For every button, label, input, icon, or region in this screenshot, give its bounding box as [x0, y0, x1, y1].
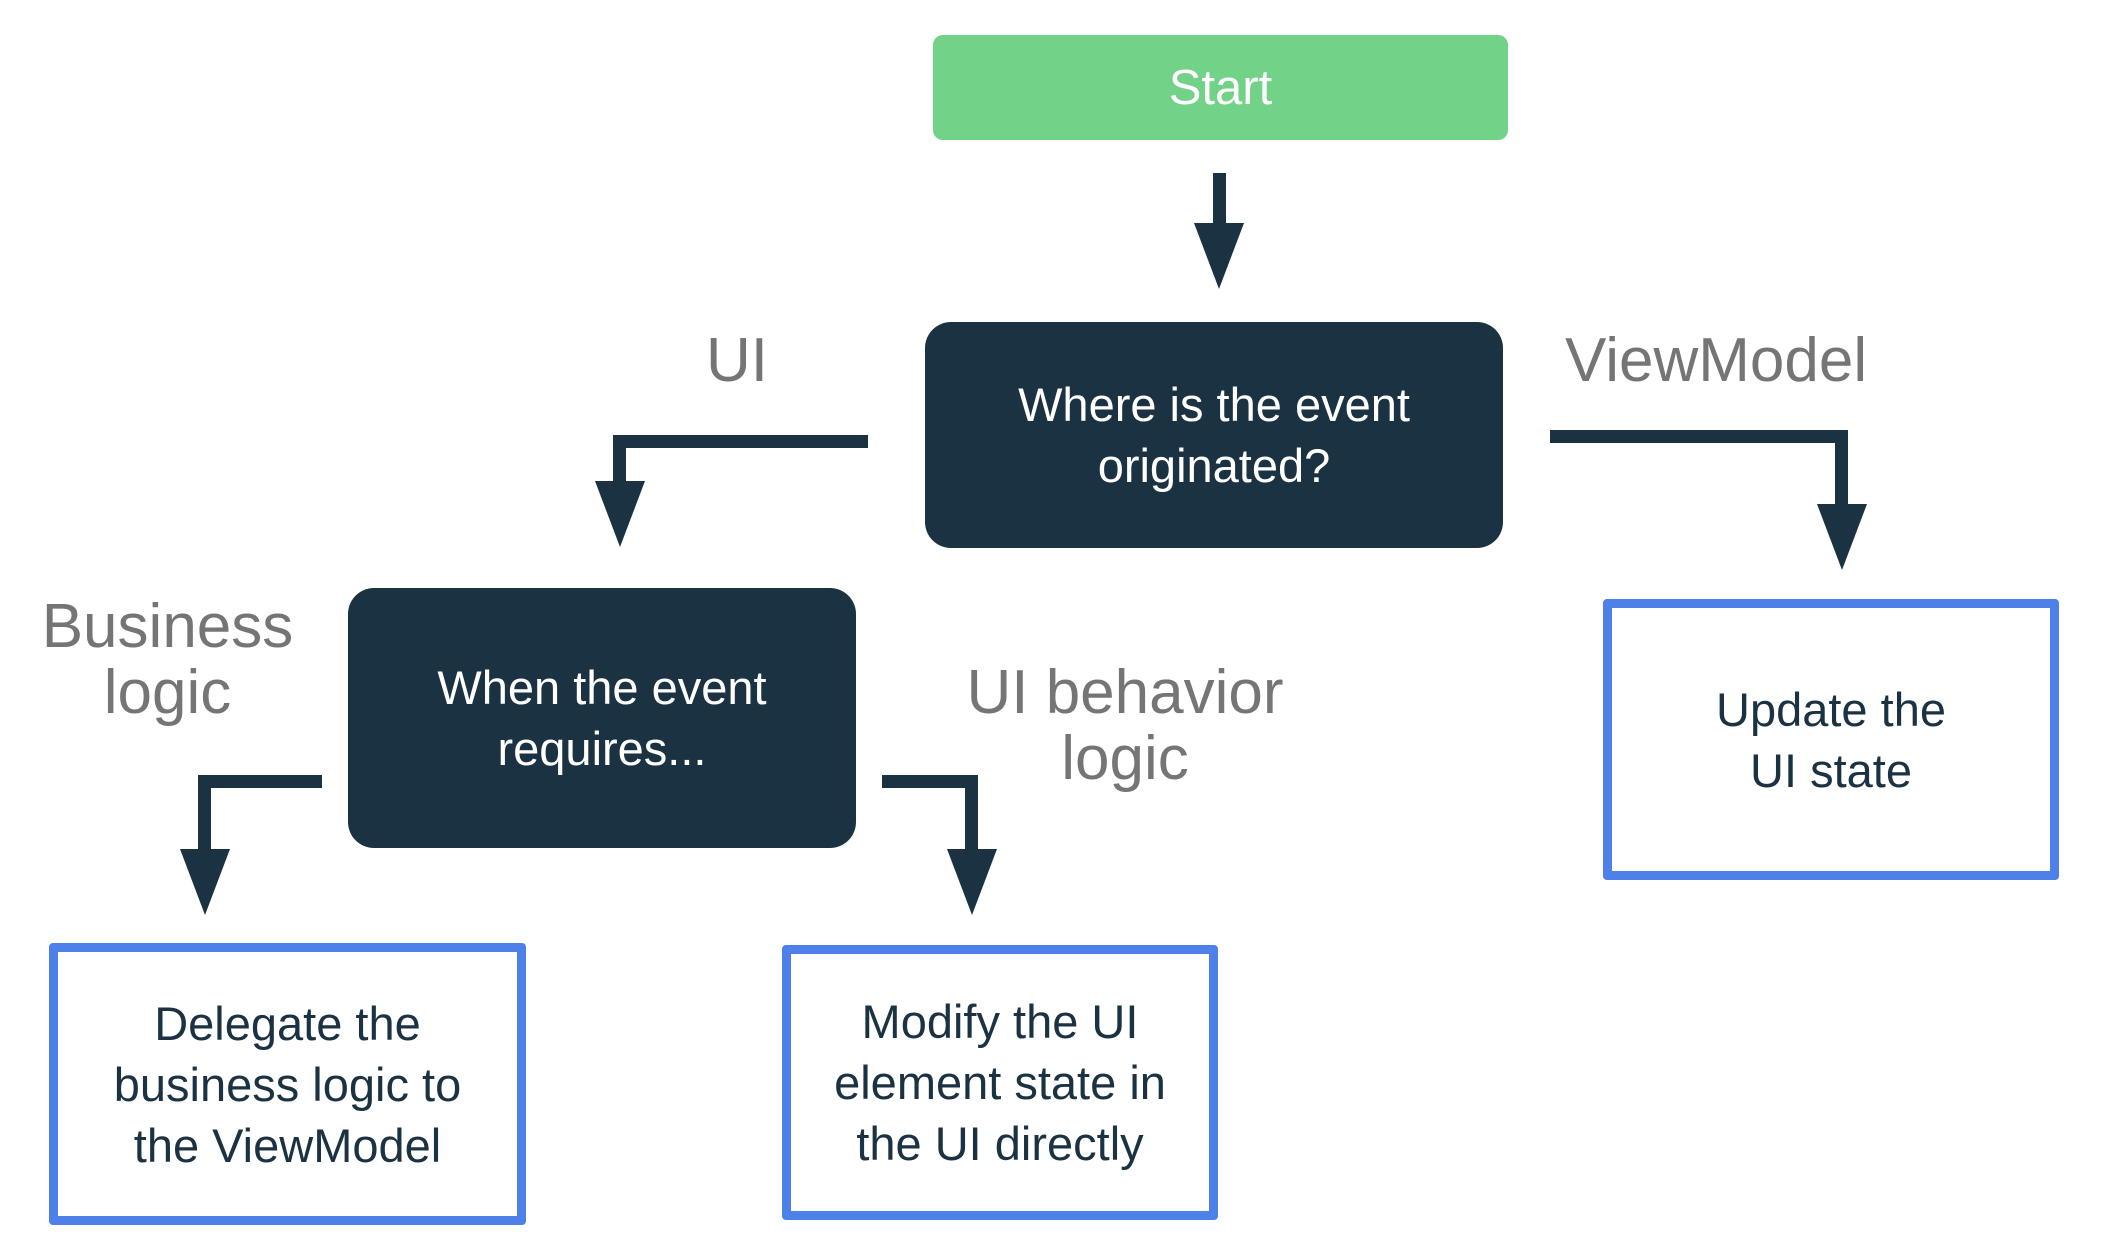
- node-modify: Modify the UI element state in the UI di…: [782, 945, 1218, 1220]
- edge-business-horizontal-segment: [198, 775, 322, 788]
- node-delegate: Delegate the business logic to the ViewM…: [49, 943, 526, 1225]
- edge-start-stem: [1213, 173, 1226, 224]
- node-question: Where is the event originated?: [925, 322, 1503, 548]
- edge-business-arrowhead-icon: [180, 849, 230, 915]
- edge-label-business-logic: Business logic: [30, 594, 305, 726]
- node-modify-line: the UI directly: [856, 1117, 1144, 1170]
- node-when: When the event requires...: [348, 588, 856, 848]
- edge-behavior-vertical-segment: [965, 775, 978, 851]
- edge-viewmodel-horizontal-segment: [1550, 430, 1848, 443]
- node-delegate-line: Delegate the: [154, 996, 421, 1050]
- node-update: Update the UI state: [1603, 599, 2059, 880]
- edge-viewmodel-arrowhead-icon: [1817, 504, 1867, 570]
- edge-ui-vertical-segment: [613, 435, 626, 482]
- node-update-line: Update the: [1716, 682, 1946, 736]
- edge-ui-arrowhead-icon: [595, 481, 645, 547]
- edge-start-arrowhead-icon: [1194, 223, 1244, 289]
- edge-label-ui-behavior-logic: UI behavior logic: [966, 658, 1284, 793]
- node-when-line: When the event: [437, 661, 767, 714]
- edge-behavior-horizontal-segment: [882, 775, 978, 788]
- node-delegate-line: the ViewModel: [133, 1118, 442, 1172]
- node-when-line: requires...: [497, 722, 707, 775]
- edge-business-vertical-segment: [198, 775, 211, 851]
- node-start-label: Start: [1168, 60, 1273, 115]
- node-question-line: originated?: [1097, 439, 1331, 492]
- node-question-line: Where is the event: [1018, 378, 1410, 431]
- node-modify-line: element state in: [834, 1056, 1166, 1109]
- edge-label-business-logic-line: Business: [41, 592, 294, 661]
- edge-viewmodel-vertical-segment: [1835, 430, 1848, 505]
- edge-behavior-arrowhead-icon: [947, 849, 997, 915]
- edge-label-viewmodel: ViewModel: [1565, 326, 1868, 395]
- node-start: Start: [933, 35, 1508, 140]
- node-update-line: UI state: [1750, 743, 1912, 797]
- node-delegate-line: business logic to: [113, 1057, 462, 1111]
- edge-label-business-logic-line: logic: [103, 658, 232, 727]
- edge-label-ui: UI: [706, 326, 768, 395]
- edge-ui-horizontal-segment: [613, 435, 868, 448]
- node-modify-line: Modify the UI: [861, 995, 1139, 1048]
